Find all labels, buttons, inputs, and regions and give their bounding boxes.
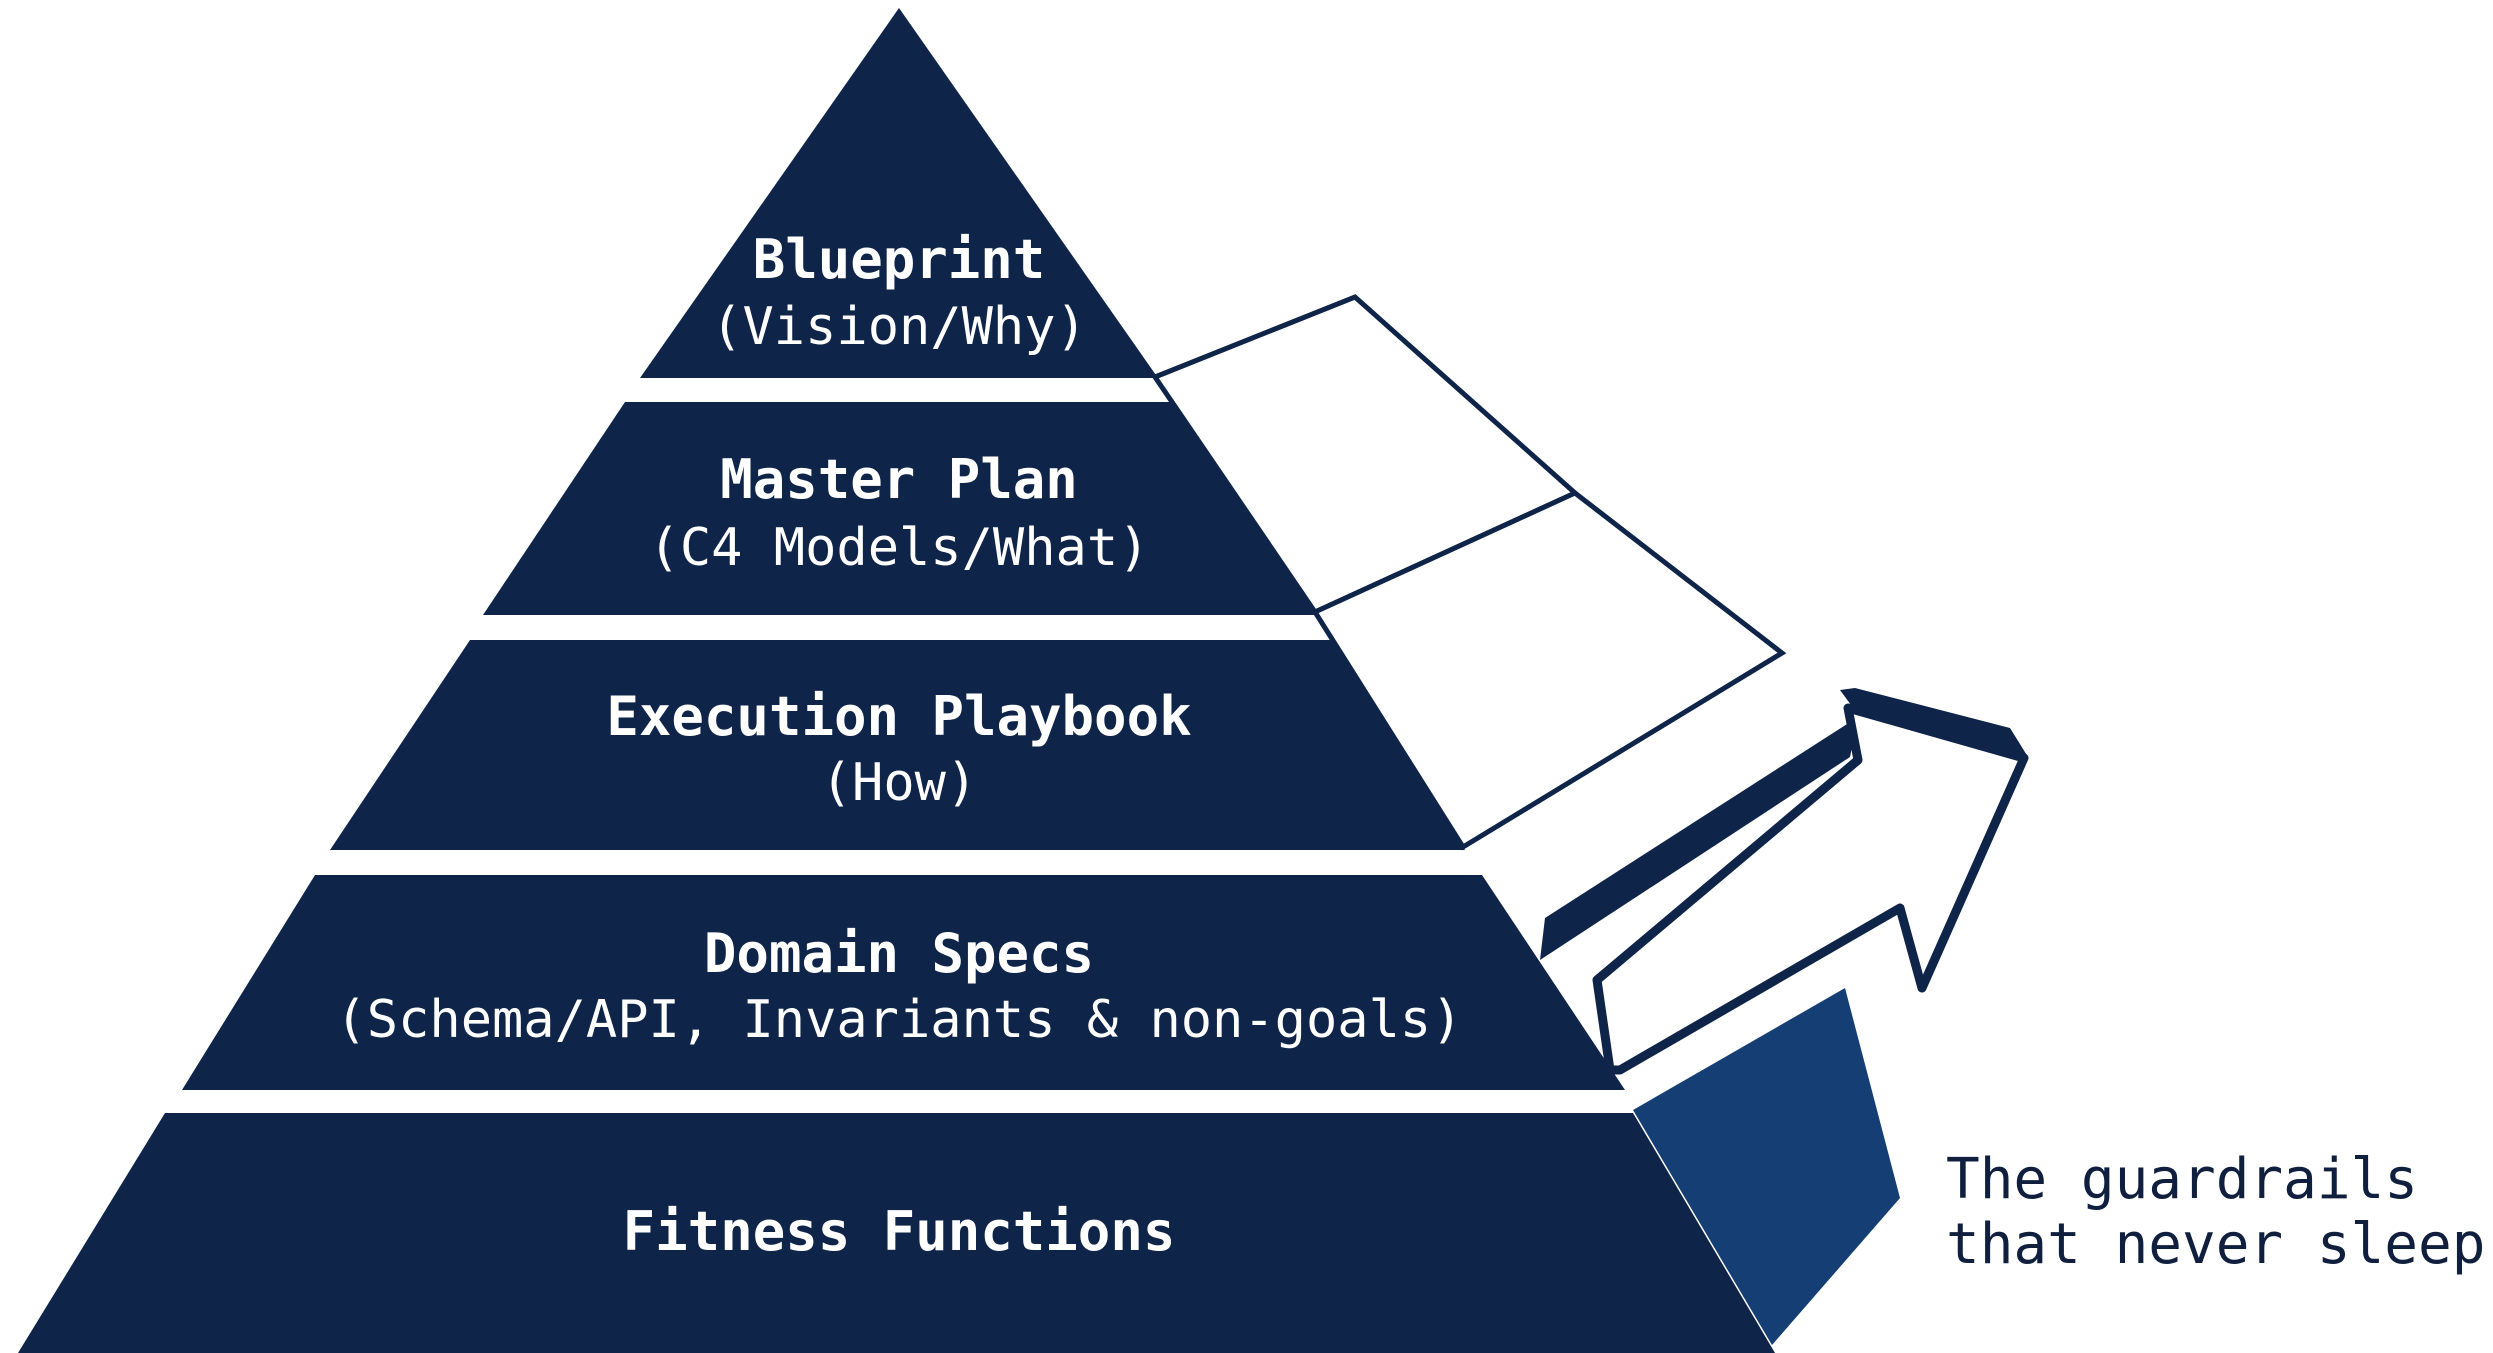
tier-master-plan-subtitle: (C4 Models/What) <box>649 518 1150 578</box>
up-right-arrow-icon <box>1540 688 2029 1075</box>
tier-blueprint-title: Blueprint <box>753 228 1046 291</box>
tier-master-plan <box>483 402 1318 615</box>
arrow-depth <box>1540 717 1858 960</box>
tier-domain-specs-title: Domain Specs <box>704 922 1094 985</box>
tier-labels: Blueprint (Vision/Why) Master Plan (C4 M… <box>335 228 1462 1263</box>
tier-execution-playbook-subtitle: (How) <box>821 753 978 813</box>
tier-fitness-functions <box>18 1113 1775 1353</box>
side-face-middle <box>1311 490 1787 851</box>
guardrails-note: The guardrails that never sleep. <box>1946 1147 2493 1277</box>
tier-execution-playbook-title: Execution Playbook <box>606 685 1191 748</box>
tier-master-plan-title: Master Plan <box>720 448 1078 511</box>
tier-blueprint-subtitle: (Vision/Why) <box>711 297 1087 357</box>
pyramid-side-faces <box>1151 294 1900 1345</box>
pyramid-tiers <box>18 8 1775 1353</box>
arrow-head-depth <box>1840 688 2028 757</box>
tier-execution-playbook <box>330 640 1465 850</box>
tier-fitness-functions-title: Fitness Functions <box>623 1200 1176 1263</box>
arrow-shape <box>1592 703 2029 1075</box>
tier-domain-specs-subtitle: (Schema/API, Invariants & non-goals) <box>335 990 1462 1050</box>
tier-domain-specs <box>182 875 1625 1090</box>
guardrails-note-line-1: The guardrails <box>1946 1147 2418 1212</box>
side-face-bottom <box>1633 988 1900 1345</box>
guardrails-note-line-2: that never sleep. <box>1946 1212 2493 1277</box>
tier-blueprint <box>640 8 1158 378</box>
